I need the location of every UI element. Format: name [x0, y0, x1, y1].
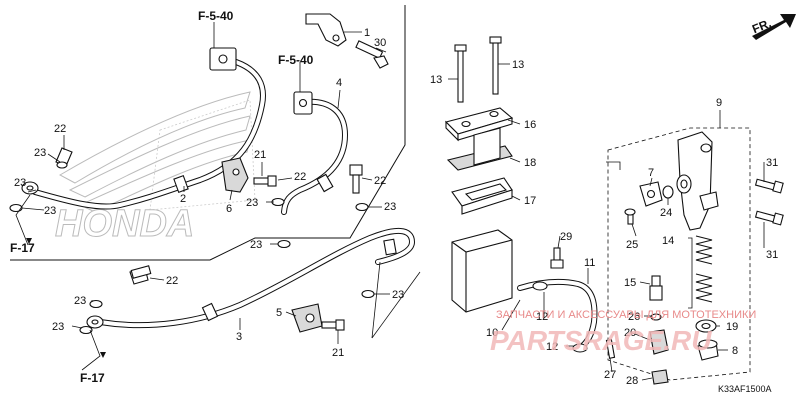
clamp-5 [291, 303, 323, 333]
part-label-22d: 22 [166, 275, 178, 287]
part-label-6: 6 [226, 203, 232, 215]
part-label-15: 15 [624, 277, 636, 289]
switch-15 [649, 275, 663, 301]
hose-2 [32, 59, 266, 210]
part-label-8: 8 [732, 345, 738, 357]
leader-lines [15, 22, 765, 381]
bolt-25 [624, 208, 636, 225]
part-label-18: 18 [524, 157, 536, 169]
spring-14-bracket [688, 237, 693, 309]
spring-14 [695, 235, 713, 303]
sealing-washers-23 [9, 161, 375, 335]
cup-8 [697, 339, 719, 361]
part-label-14: 14 [662, 235, 674, 247]
bolt-31-lower [754, 210, 784, 226]
part-label-10: 10 [486, 327, 498, 339]
bolt-21-lower [321, 319, 345, 331]
reservoir-hose-11 [517, 278, 598, 351]
joint-7 [639, 181, 663, 207]
part-label-21a: 21 [254, 149, 266, 161]
part-label-30: 30 [374, 37, 386, 49]
watermark-site: PARTSRAGE.RU [490, 325, 712, 356]
part-label-21b: 21 [332, 347, 344, 359]
bolt-13-right [489, 36, 502, 95]
part-label-23b: 23 [14, 177, 26, 189]
part-label-22c: 22 [374, 175, 386, 187]
part-label-22b: 22 [294, 171, 306, 183]
bolt-13-left [454, 44, 467, 103]
f17-arrow-bottom [100, 352, 106, 358]
part-label-1: 1 [364, 27, 370, 39]
master-cylinder-assembly-box [607, 127, 751, 381]
part-label-4: 4 [336, 77, 342, 89]
logo-text: HONDA [55, 203, 194, 245]
part-label-12a: 12 [536, 311, 548, 323]
pin-27 [605, 338, 616, 359]
clamp-6 [221, 157, 249, 193]
part-label-23d: 23 [246, 197, 258, 209]
bolt-29 [550, 247, 564, 269]
part-label-2: 2 [180, 193, 186, 205]
ref-f17-bottom: F-17 [80, 371, 105, 385]
ref-f540-mid: F-5-40 [278, 53, 314, 67]
hose-3 [97, 228, 416, 329]
part-label-24: 24 [660, 207, 672, 219]
part-label-22a: 22 [54, 123, 66, 135]
f17-arrow-left [26, 238, 32, 244]
bracket-1 [305, 13, 347, 47]
washer-26 [650, 313, 662, 321]
part-label-19: 19 [726, 321, 738, 333]
part-label-25: 25 [626, 239, 638, 251]
honda-wing-logo: HONDA [55, 91, 256, 246]
reservoir-body [451, 127, 513, 313]
clip-28 [651, 369, 669, 385]
diagram-code: K33AF1500A [718, 384, 772, 394]
watermark-tagline: ЗАПЧАСТИ И АКСЕССУАРЫ ДЛЯ МОТОТЕХНИКИ [496, 309, 756, 321]
part-label-28: 28 [626, 375, 638, 387]
part-label-9: 9 [716, 97, 722, 109]
reservoir-cap-16 [444, 107, 514, 142]
ref-f17-left: F-17 [10, 241, 35, 255]
part-label-11: 11 [584, 257, 595, 269]
part-label-17: 17 [524, 195, 536, 207]
part-label-23f: 23 [384, 201, 396, 213]
part-label-23e: 23 [250, 239, 262, 251]
ref-f540-top: F-5-40 [198, 9, 234, 23]
hose-4 [281, 98, 349, 215]
part-label-7: 7 [648, 167, 654, 179]
part-label-12b: 12 [546, 341, 558, 353]
part-label-23a: 23 [34, 147, 46, 159]
bolt-22-cluster [130, 164, 363, 279]
master-cylinder-body [676, 131, 719, 231]
banjo-fitting-left-upper [21, 147, 73, 195]
part-label-13a: 13 [430, 74, 442, 86]
part-label-20: 20 [624, 327, 636, 339]
part-label-31b: 31 [766, 249, 778, 261]
bolt-30 [355, 40, 389, 69]
part-label-23g: 23 [74, 295, 86, 307]
part-label-23h: 23 [52, 321, 64, 333]
cap-24 [662, 185, 674, 199]
part-label-27: 27 [604, 369, 616, 381]
front-arrow-label: FR. [750, 16, 773, 36]
diaphragm-17 [451, 177, 513, 215]
part-label-5: 5 [276, 307, 282, 319]
section-frame [10, 5, 406, 261]
bolt-21-upper [253, 175, 277, 187]
part-label-3: 3 [236, 331, 242, 343]
part-label-23c: 23 [44, 205, 56, 217]
front-arrow-icon [752, 14, 796, 40]
hose-clips-12 [532, 281, 588, 353]
joint-20 [649, 329, 669, 355]
part-label-13b: 13 [512, 59, 524, 71]
part-label-23i: 23 [392, 289, 404, 301]
bolt-31-upper [754, 178, 784, 194]
part-label-16: 16 [524, 119, 536, 131]
upper-joint-fitting [209, 47, 313, 115]
part-label-26: 26 [628, 311, 640, 323]
part-label-29: 29 [560, 231, 572, 243]
part-label-31a: 31 [766, 157, 778, 169]
